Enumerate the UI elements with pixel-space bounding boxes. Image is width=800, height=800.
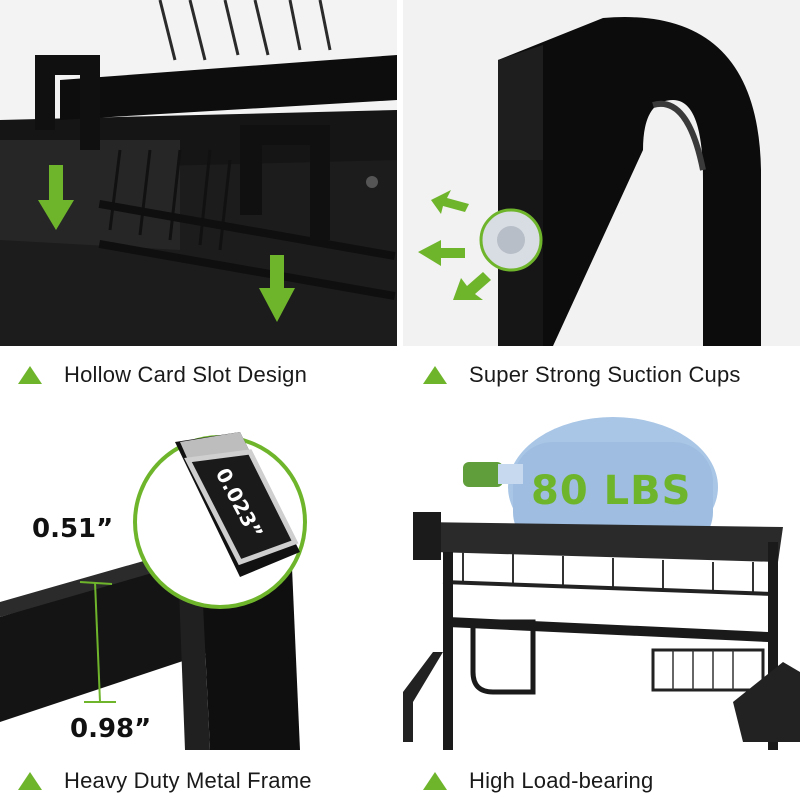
load-capacity-label: 80 LBS — [531, 468, 692, 514]
panel-hollow-card-slot: Hollow Card Slot Design — [0, 0, 397, 396]
load-bearing-photo — [403, 402, 800, 750]
dimension-height-label: 0.98” — [70, 714, 152, 744]
caption-metal-frame: Heavy Duty Metal Frame — [64, 768, 312, 793]
panel-suction-cups: Super Strong Suction Cups — [403, 0, 800, 396]
panel-metal-frame: 0.51” 0.98” 0.023” Heavy Duty Metal Fram… — [0, 402, 397, 800]
caption-hollow-card-slot: Hollow Card Slot Design — [64, 362, 308, 387]
caption-row: High Load-bearing — [423, 756, 654, 800]
caption-row: Super Strong Suction Cups — [423, 350, 741, 396]
panel-divider-horizontal — [0, 396, 800, 402]
arrow-icon — [418, 190, 491, 300]
arrow-icon — [38, 165, 295, 322]
caption-row: Heavy Duty Metal Frame — [18, 756, 312, 800]
triangle-up-icon — [423, 772, 447, 790]
panel-load-bearing: 80 LBS High Load-bearing — [403, 402, 800, 800]
metal-frame-photo — [0, 402, 397, 750]
suction-cups-photo — [403, 0, 800, 346]
triangle-up-icon — [18, 366, 42, 384]
caption-row: Hollow Card Slot Design — [18, 350, 308, 396]
hollow-card-slot-photo — [0, 0, 397, 346]
triangle-up-icon — [423, 366, 447, 384]
caption-suction-cups: Super Strong Suction Cups — [469, 362, 741, 387]
caption-load-bearing: High Load-bearing — [469, 768, 654, 793]
dimension-width-label: 0.51” — [32, 514, 114, 544]
triangle-up-icon — [18, 772, 42, 790]
